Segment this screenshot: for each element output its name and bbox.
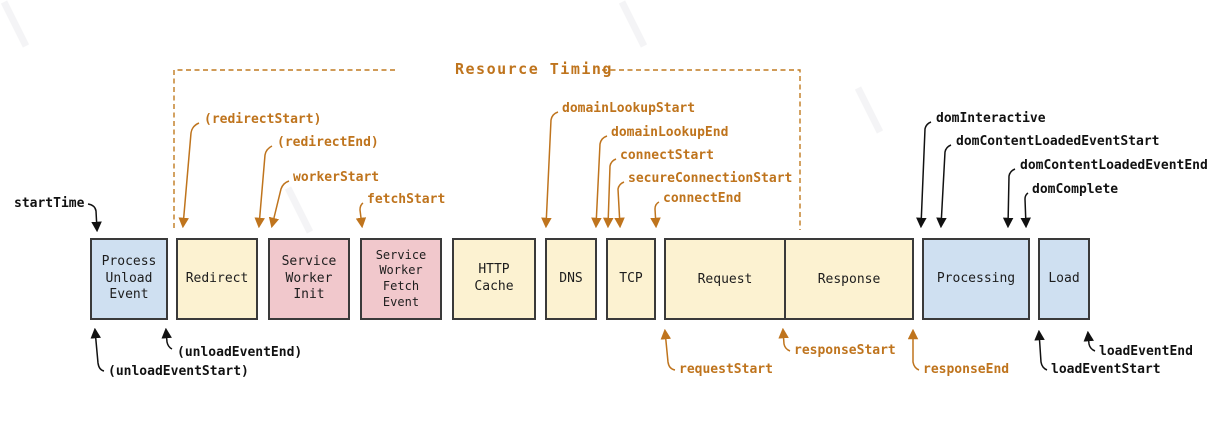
box-label: DNS xyxy=(559,270,583,286)
label-connect-end: connectEnd xyxy=(663,191,742,206)
arrow-dom-interactive xyxy=(916,121,932,229)
resource-timing-bracket-left xyxy=(173,69,395,231)
arrow-redirect-end xyxy=(254,145,273,229)
label-secure-connection-start: secureConnectionStart xyxy=(628,171,793,186)
label-dom-complete: domComplete xyxy=(1032,182,1119,197)
resource-timing-title: Resource Timing xyxy=(455,60,613,78)
arrow-connect-start xyxy=(603,158,617,229)
arrow-request-start xyxy=(660,328,676,371)
label-response-end: responseEnd xyxy=(923,362,1010,377)
arrow-domain-lookup-start xyxy=(541,111,559,229)
box-process-unload-event: Process Unload Event xyxy=(90,238,168,320)
box-dns: DNS xyxy=(545,238,597,320)
arrow-unload-event-end xyxy=(161,327,173,350)
arrow-start-time xyxy=(87,203,102,233)
box-label: Processing xyxy=(936,270,1016,286)
arrow-response-end xyxy=(907,328,920,371)
label-load-event-end: loadEventEnd xyxy=(1099,344,1193,359)
arrow-dom-content-loaded-event-start xyxy=(936,144,952,229)
box-label: HTTP Cache xyxy=(474,262,514,294)
box-service-worker-init: Service Worker Init xyxy=(268,238,350,320)
label-fetch-start: fetchStart xyxy=(367,192,446,207)
arrow-response-start xyxy=(778,327,791,352)
box-processing: Processing xyxy=(922,238,1030,320)
box-label: Request xyxy=(697,271,753,287)
label-domain-lookup-end: domainLookupEnd xyxy=(611,125,729,140)
label-dom-content-loaded-event-start: domContentLoadedEventStart xyxy=(956,134,1160,149)
arrow-fetch-start xyxy=(355,202,367,229)
box-load: Load xyxy=(1038,238,1090,320)
box-label: Redirect xyxy=(185,270,249,286)
box-label: Service Worker Fetch Event xyxy=(375,247,427,309)
arrow-load-event-start xyxy=(1034,329,1048,371)
arrow-unload-event-start xyxy=(90,327,105,372)
box-service-worker-fetch-event: Service Worker Fetch Event xyxy=(360,238,442,320)
arrow-worker-start xyxy=(268,180,290,229)
arrow-redirect-start xyxy=(178,122,200,229)
box-http-cache: HTTP Cache xyxy=(452,238,536,320)
arrow-secure-connection-start xyxy=(614,181,625,229)
arrow-load-event-end xyxy=(1083,330,1096,352)
box-redirect: Redirect xyxy=(176,238,258,320)
label-request-start: requestStart xyxy=(679,362,773,377)
label-response-start: responseStart xyxy=(794,343,896,358)
box-label: Load xyxy=(1048,270,1080,286)
arrow-domain-lookup-end xyxy=(591,135,608,229)
arrow-dom-content-loaded-event-end xyxy=(1002,168,1016,229)
label-connect-start: connectStart xyxy=(620,148,714,163)
label-redirect-end: (redirectEnd) xyxy=(277,135,379,150)
label-worker-start: workerStart xyxy=(293,170,380,185)
label-dom-content-loaded-event-end: domContentLoadedEventEnd xyxy=(1020,158,1208,173)
label-dom-interactive: domInteractive xyxy=(936,111,1046,126)
label-start-time: startTime xyxy=(14,196,85,211)
label-domain-lookup-start: domainLookupStart xyxy=(562,101,696,116)
box-label: Service Worker Init xyxy=(281,253,337,303)
arrow-connect-end xyxy=(650,201,661,229)
arrow-dom-complete xyxy=(1020,192,1031,229)
box-label: TCP xyxy=(619,270,643,286)
box-label: Response xyxy=(817,271,881,287)
label-load-event-start: loadEventStart xyxy=(1051,362,1161,377)
box-request-response: Request Response xyxy=(664,238,914,320)
label-redirect-start: (redirectStart) xyxy=(204,112,322,127)
label-unload-event-start: (unloadEventStart) xyxy=(108,364,249,379)
box-response: Response xyxy=(784,240,912,318)
box-label: Process Unload Event xyxy=(101,253,157,303)
box-request: Request xyxy=(666,240,784,318)
label-unload-event-end: (unloadEventEnd) xyxy=(177,345,303,360)
box-tcp: TCP xyxy=(606,238,656,320)
